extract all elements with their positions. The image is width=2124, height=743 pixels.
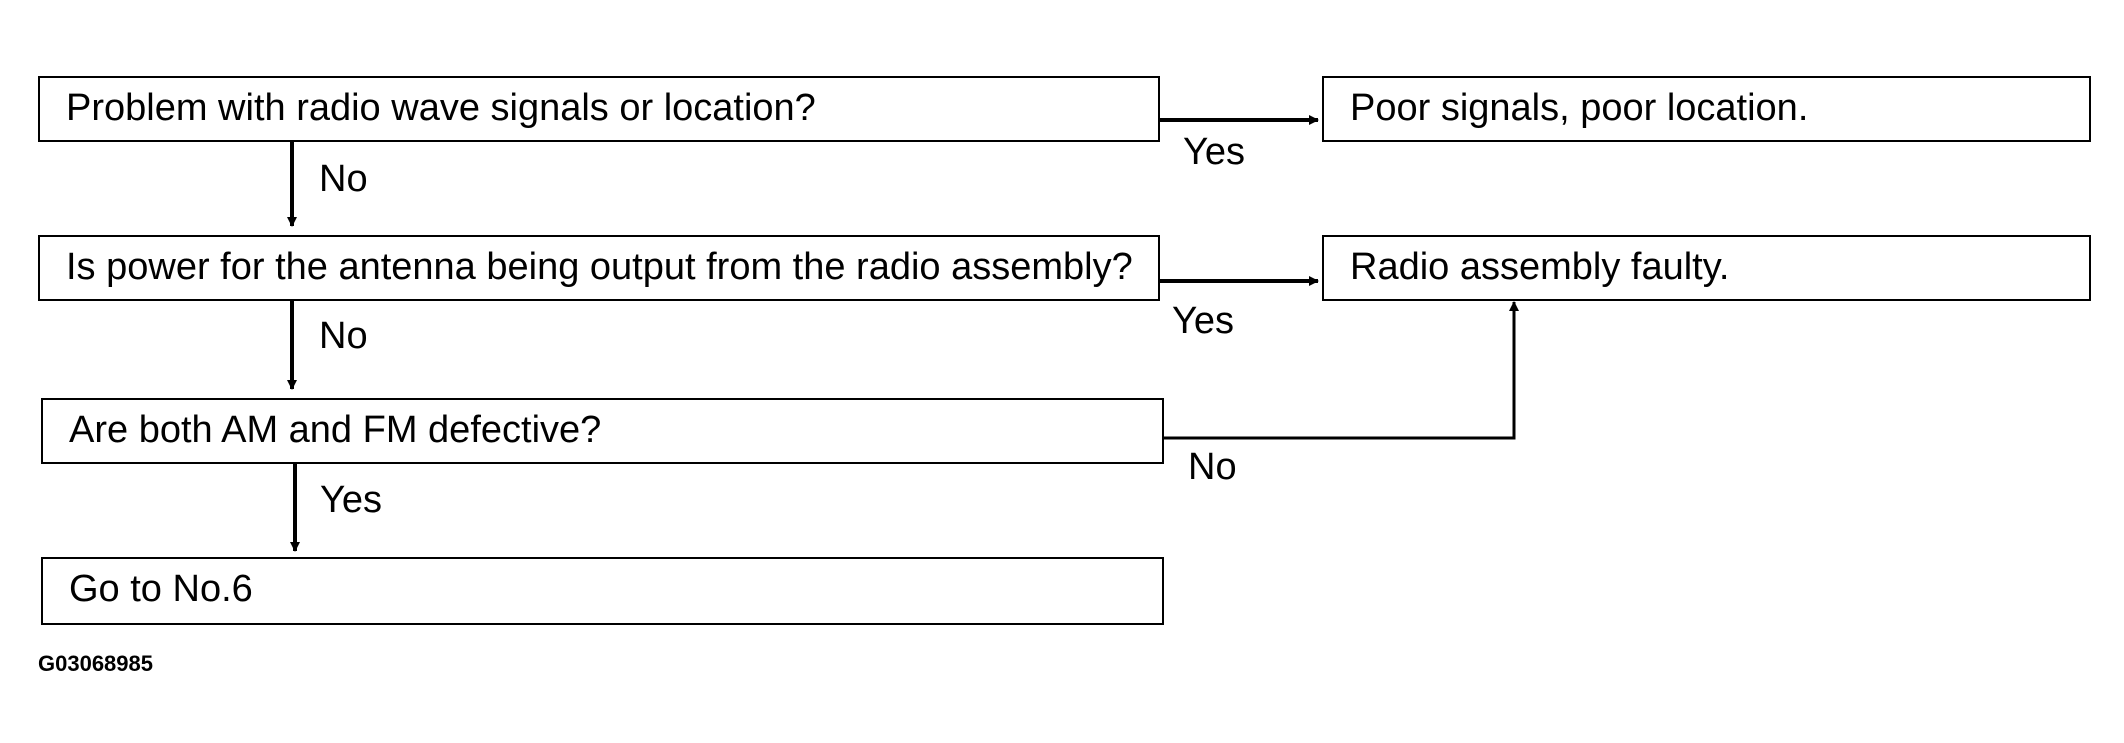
figure-id: G03068985	[38, 651, 153, 676]
step-1-box: Problem with radio wave signals or locat…	[38, 76, 1160, 142]
edge-label-step1-yes: Yes	[1183, 131, 1245, 173]
step-2-box: Is power for the antenna being output fr…	[38, 235, 1160, 301]
outcome-1-text: Poor signals, poor location.	[1350, 87, 1809, 129]
edge-label-step2-yes: Yes	[1172, 300, 1234, 342]
outcome-2-box: Radio assembly faulty.	[1322, 235, 2091, 301]
step-3-box: Are both AM and FM defective?	[41, 398, 1164, 464]
outcome-1-box: Poor signals, poor location.	[1322, 76, 2091, 142]
outcome-2-text: Radio assembly faulty.	[1350, 246, 1730, 288]
step-4-box: Go to No.6	[41, 557, 1164, 625]
step-2-text: Is power for the antenna being output fr…	[66, 246, 1133, 288]
arrow-step3-to-outcome2	[1162, 301, 1519, 440]
edge-label-step2-no: No	[319, 315, 368, 357]
step-4-text: Go to No.6	[69, 568, 253, 610]
step-3-text: Are both AM and FM defective?	[69, 409, 602, 451]
edge-label-step3-yes: Yes	[320, 479, 382, 521]
edge-label-step3-no: No	[1188, 446, 1237, 488]
edge-label-step1-no: No	[319, 158, 368, 200]
step-1-text: Problem with radio wave signals or locat…	[66, 87, 816, 129]
